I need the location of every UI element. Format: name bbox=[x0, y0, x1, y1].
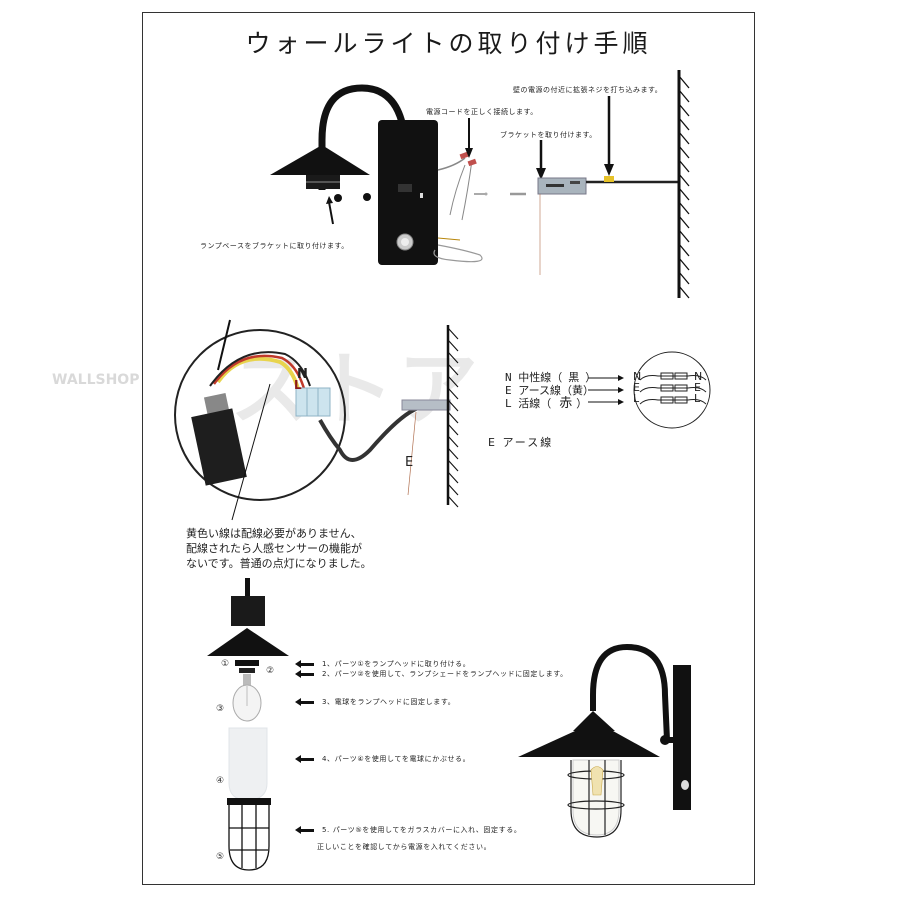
step-1: 1、パーツ①をランプヘッドに取り付ける。 bbox=[295, 659, 470, 669]
final-note: 正しいことを確認してから電源を入れてください。 bbox=[317, 843, 492, 851]
part-number-1: ① bbox=[221, 659, 230, 669]
arrow-left-icon bbox=[295, 825, 314, 834]
step-2: 2、パーツ②を使用して、ランプシェードをランプヘッドに固定します。 bbox=[295, 669, 568, 679]
legend-arrows bbox=[588, 375, 624, 405]
step-4: 4、パーツ④を使用してを電球にかぶせる。 bbox=[295, 754, 470, 764]
lamp-exploded-illustration bbox=[270, 84, 483, 265]
part-number-4: ④ bbox=[216, 776, 225, 786]
sensor-note: 黄色い線は配線必要がありません、 配線されたら人感センサーの機能が ないです。普… bbox=[186, 527, 372, 570]
page-title: ウォールライトの取り付け手順 bbox=[245, 29, 652, 58]
note-bracket: ブラケットを取り付けます。 bbox=[500, 131, 597, 139]
watermark-small: WALLSHOP bbox=[52, 372, 140, 388]
terminal-label-right-n: N bbox=[694, 370, 703, 383]
arrow-left-icon bbox=[295, 659, 314, 668]
note-wall-screw: 壁の電源の付近に拡張ネジを打ち込みます。 bbox=[513, 86, 663, 94]
earth-wire-label: E アース線 bbox=[488, 436, 554, 449]
wire-label-e: E bbox=[405, 455, 414, 470]
arrow-left-icon bbox=[295, 697, 314, 706]
arrow-wall-screw bbox=[604, 96, 614, 176]
wire-color-legend: N 中性線（黒） E アース線（黄） L 活線（赤） bbox=[505, 371, 596, 410]
legend-row-l: L 活線（赤） bbox=[505, 396, 588, 411]
step-3: 3、電球をランプヘッドに固定します。 bbox=[295, 697, 455, 707]
arrow-lamp-base bbox=[326, 196, 334, 225]
part-number-5: ⑤ bbox=[216, 852, 225, 862]
wiring-detail-illustration bbox=[174, 319, 459, 521]
step-5: 5. パーツ⑤を使用してをガラスカバーに入れ、固定する。 bbox=[295, 825, 521, 835]
legend-row-n: N 中性線（黒） bbox=[505, 371, 597, 384]
part-number-2: ② bbox=[266, 666, 275, 676]
arrow-left-icon bbox=[295, 669, 314, 678]
terminal-label-left-l: L bbox=[633, 392, 640, 405]
part-number-3: ③ bbox=[216, 704, 225, 714]
bracket-wall-illustration bbox=[474, 70, 690, 299]
terminal-connection-diagram bbox=[633, 351, 711, 429]
wire-label-l: L bbox=[294, 378, 302, 392]
legend-row-e: E アース線（黄） bbox=[505, 384, 595, 397]
parts-exploded-illustration bbox=[207, 578, 289, 871]
arrow-bracket bbox=[536, 140, 546, 180]
arrow-left-icon bbox=[295, 754, 314, 763]
wire-label-n: N bbox=[297, 367, 308, 382]
note-lamp-base: ランプベースをブラケットに取り付けます。 bbox=[200, 242, 349, 250]
terminal-label-right-l: L bbox=[694, 392, 701, 405]
terminal-label-left-e: E bbox=[633, 381, 640, 394]
arrow-power-cord bbox=[465, 118, 473, 158]
terminal-label-left-n: N bbox=[633, 370, 642, 383]
assembled-lamp-illustration bbox=[518, 643, 691, 838]
note-power-cord: 電源コードを正しく接続します。 bbox=[426, 108, 538, 116]
terminal-label-right-e: E bbox=[694, 381, 701, 394]
